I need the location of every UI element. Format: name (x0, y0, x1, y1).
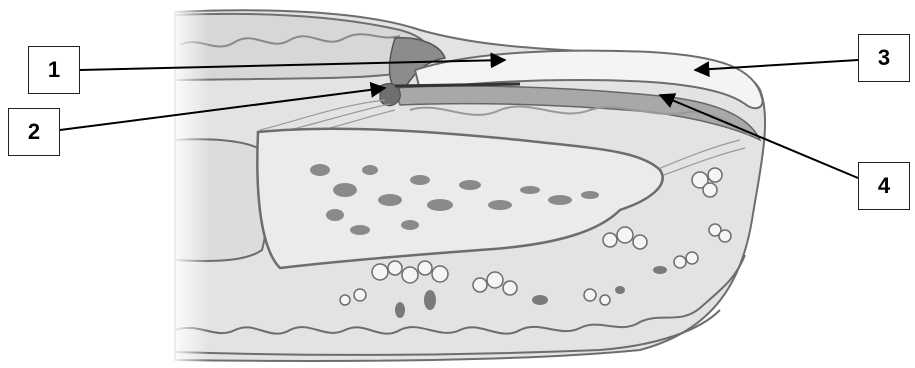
label-box-3: 3 (858, 34, 910, 82)
label-2-text: 2 (28, 119, 40, 145)
label-box-4: 4 (858, 162, 910, 210)
nail-root-line (395, 84, 520, 86)
label-box-1: 1 (28, 46, 80, 94)
label-4-text: 4 (878, 173, 890, 199)
label-3-text: 3 (878, 45, 890, 71)
label-1-text: 1 (48, 57, 60, 83)
label-box-2: 2 (8, 108, 60, 156)
left-fade (170, 0, 210, 363)
